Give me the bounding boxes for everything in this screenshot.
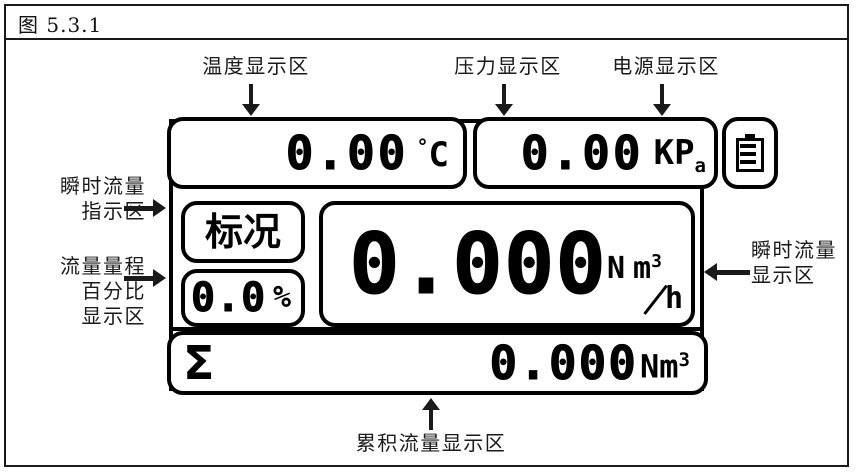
- pressure-unit-sub: a: [694, 154, 706, 177]
- label-instant-flow-display: 瞬时流量 显示区: [751, 238, 857, 288]
- arrow-to-totalizer: [422, 398, 440, 430]
- totalizer-display[interactable]: Σ 0.000 Nm3: [167, 331, 708, 395]
- instant-flow-unit-denominator: h: [665, 281, 684, 316]
- power-display[interactable]: [722, 117, 778, 189]
- battery-cap: [745, 134, 755, 139]
- temperature-value: 0.00: [285, 126, 409, 180]
- instant-flow-display[interactable]: 0.000 N m3 h: [319, 201, 695, 327]
- lcd-divider: [169, 327, 704, 331]
- pressure-display[interactable]: 0.00 KPa: [473, 117, 718, 189]
- instant-flow-unit-m: m: [633, 251, 652, 286]
- flow-condition-indicator[interactable]: 标况: [181, 201, 305, 263]
- battery-icon: [736, 134, 764, 172]
- celsius-letter: C: [428, 135, 449, 175]
- sigma-icon: Σ: [183, 336, 215, 390]
- temperature-unit: °C: [416, 137, 463, 172]
- instant-flow-unit-exp: 3: [651, 251, 662, 272]
- label-temperature-area: 温度显示区: [202, 54, 310, 78]
- totalizer-value: 0.000: [489, 336, 639, 390]
- flow-condition-value: 标况: [204, 210, 281, 254]
- label-flow-range-percent-line1: 流量量程: [60, 254, 146, 278]
- figure-caption-bar: 图 5.3.1: [6, 6, 847, 40]
- figure-caption: 图 5.3.1: [18, 13, 103, 37]
- totalizer-unit: Nm3: [638, 344, 704, 383]
- label-power-area: 电源显示区: [612, 54, 720, 78]
- label-instant-flow-indicator-line1: 瞬时流量: [60, 174, 146, 198]
- totalizer-unit-n: N: [640, 347, 660, 386]
- label-instant-flow-display-line2: 显示区: [751, 263, 816, 287]
- battery-bar-1: [740, 144, 756, 148]
- label-instant-flow-indicator-line2: 指示区: [81, 199, 146, 223]
- flow-range-percent-display[interactable]: 0.0 %: [181, 269, 305, 327]
- arrow-to-percent-box: [124, 269, 166, 288]
- arrow-to-power: [653, 84, 671, 116]
- instant-flow-unit: N m3 h: [607, 212, 691, 316]
- label-totalizer-area: 累积流量显示区: [355, 431, 507, 455]
- instant-flow-value: 0.000: [349, 215, 607, 313]
- figure-frame: 图 5.3.1 温度显示区 压力显示区 电源显示区 瞬时流量 指示区 流量量程 …: [4, 4, 849, 467]
- label-instant-flow-display-line1: 瞬时流量: [751, 238, 837, 262]
- pressure-unit: KPa: [653, 133, 714, 175]
- temperature-display[interactable]: 0.00 °C: [167, 117, 467, 189]
- label-flow-range-percent: 流量量程 百分比 显示区: [6, 254, 146, 329]
- arrow-to-condition-indicator: [124, 199, 166, 218]
- degree-symbol: °: [416, 134, 429, 159]
- instant-flow-unit-n: N: [607, 251, 626, 286]
- flow-range-percent-unit: %: [272, 280, 291, 315]
- arrow-to-pressure: [495, 84, 513, 116]
- arrow-to-temperature: [242, 84, 260, 116]
- label-flow-range-percent-line2: 百分比: [81, 279, 146, 303]
- instant-flow-unit-m3: m3: [633, 251, 662, 286]
- totalizer-unit-exp: 3: [678, 348, 690, 371]
- flow-range-percent-value: 0.0: [191, 275, 267, 321]
- battery-bar-2: [740, 152, 756, 156]
- lcd-panel: 0.00 °C 0.00 KPa 标况 0.0 % 0.000: [167, 117, 778, 395]
- label-flow-range-percent-line3: 显示区: [81, 304, 146, 328]
- label-instant-flow-indicator: 瞬时流量 指示区: [6, 174, 146, 224]
- totalizer-unit-m: m: [659, 347, 679, 386]
- pressure-value: 0.00: [520, 126, 644, 180]
- label-pressure-area: 压力显示区: [454, 54, 562, 78]
- pressure-unit-main: KP: [653, 133, 695, 173]
- battery-bar-3: [740, 160, 756, 164]
- arrow-to-instant-flow-display: [704, 263, 750, 282]
